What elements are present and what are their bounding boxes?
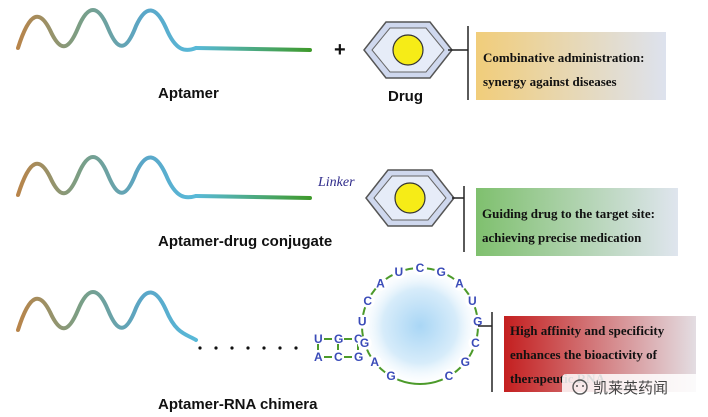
bracket-1 xyxy=(448,26,469,100)
drug-icon xyxy=(392,34,424,66)
loop-nucleotide: G xyxy=(473,315,482,329)
drug-hexagon-2 xyxy=(365,169,455,227)
aptamer-tail xyxy=(194,46,312,52)
watermark-text: 凯莱英药闻 xyxy=(593,379,668,397)
stem-top-1: U xyxy=(314,332,323,346)
aptamer-label: Aptamer xyxy=(158,85,219,102)
rna-loop-glow xyxy=(358,264,482,388)
loop-nucleotide-bg xyxy=(413,261,427,275)
loop-nucleotide-bg xyxy=(367,355,382,370)
watermark: 凯莱英药闻 xyxy=(562,374,702,400)
wechat-icon xyxy=(572,379,588,395)
chimera-label: Aptamer-RNA chimera xyxy=(158,396,318,413)
loop-nucleotide: C xyxy=(416,261,425,275)
loop-nucleotide: G xyxy=(360,336,369,350)
loop-nucleotide: C xyxy=(445,369,454,383)
aptamer-wave-2 xyxy=(16,155,198,200)
aptamer-tail-2 xyxy=(194,194,312,200)
stem: U G C A C G xyxy=(314,332,363,364)
benefit-2-line1: Guiding drug to the target site: xyxy=(482,206,655,221)
stem-bottom-1: A xyxy=(314,350,323,364)
loop-nucleotide-bg xyxy=(434,265,449,279)
loop-nucleotide-bg xyxy=(357,336,372,351)
loop-nucleotide: G xyxy=(386,369,395,383)
benefit-box-2 xyxy=(476,188,678,256)
loop-nucleotide-bg xyxy=(458,355,473,370)
loop-nucleotide-bg xyxy=(391,265,406,279)
loop-nucleotide: G xyxy=(437,265,446,279)
benefit-1-line1: Combinative administration: xyxy=(483,50,644,65)
bracket-3 xyxy=(478,312,493,392)
loop-nucleotide-bg xyxy=(468,336,483,351)
bracket-2 xyxy=(452,186,465,252)
loop-nucleotide-bg xyxy=(470,314,485,329)
benefit-2-line2: achieving precise medication xyxy=(482,230,642,245)
loop-nucleotide: A xyxy=(455,277,464,291)
loop-nucleotide-bg xyxy=(384,369,398,384)
linker-label: Linker xyxy=(317,175,355,190)
benefit-3-line2: enhances the bioactivity of xyxy=(510,347,658,362)
stem-bottom-2: C xyxy=(334,350,343,364)
benefit-box-1 xyxy=(476,32,666,100)
benefit-1-line2: synergy against diseases xyxy=(483,74,617,89)
drug-label: Drug xyxy=(388,88,423,105)
base-pair-dots xyxy=(198,346,298,350)
loop-nucleotide: G xyxy=(461,355,470,369)
aptamer-wave xyxy=(16,8,198,52)
row1-aptamer xyxy=(16,8,312,52)
stem-bottom-3: G xyxy=(354,350,363,364)
loop-nucleotide: A xyxy=(370,355,379,369)
conjugate-label: Aptamer-drug conjugate xyxy=(158,233,332,250)
stem-top-2: G xyxy=(334,332,343,346)
loop-nucleotide-bg xyxy=(442,369,456,384)
loop-nucleotide-bg xyxy=(452,276,467,291)
loop-nucleotide: A xyxy=(376,277,385,291)
loop-nucleotide: U xyxy=(468,294,477,308)
loop-nucleotide: U xyxy=(394,265,403,279)
drug-icon-2 xyxy=(394,182,426,214)
loop-nucleotide-bg xyxy=(355,314,370,329)
row2-aptamer xyxy=(16,155,374,200)
loop-nucleotide: C xyxy=(471,336,480,350)
loop-nucleotide: C xyxy=(363,294,372,308)
loop-nucleotide-bg xyxy=(360,293,375,308)
loop-nucleotide: U xyxy=(358,315,367,329)
plus-sign: + xyxy=(334,39,346,61)
drug-hexagon-1 xyxy=(363,21,453,79)
loop-nucleotide-bg xyxy=(465,293,480,308)
loop-nucleotide-bg xyxy=(373,276,388,291)
row3-aptamer xyxy=(16,290,310,358)
stem-top-3: C xyxy=(354,332,363,346)
benefit-3-line1: High affinity and specificity xyxy=(510,323,665,338)
aptamer-wave-3 xyxy=(16,290,198,342)
